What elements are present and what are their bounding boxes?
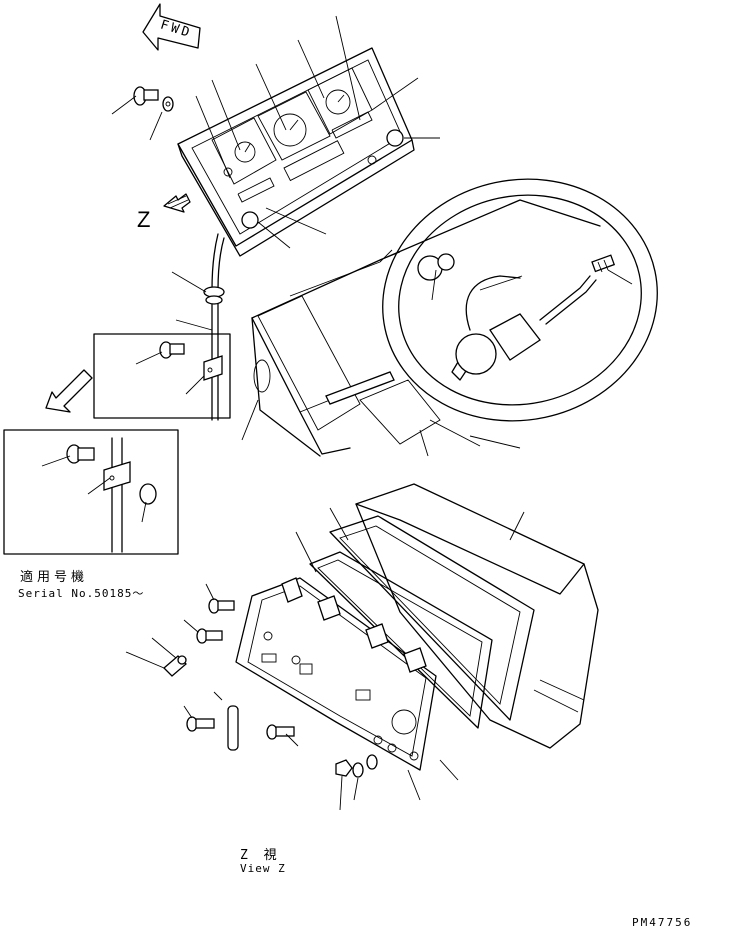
harness-connector [227, 705, 239, 751]
fwd-arrow [142, 3, 201, 51]
z-label: Z [137, 207, 151, 232]
turn-signal-lever [489, 254, 616, 361]
gauge-board [235, 577, 437, 771]
view-z-jp: Z 視 [240, 848, 281, 863]
cover-case [355, 483, 599, 749]
bolt-washer-top [133, 86, 174, 112]
gasket-frame [309, 515, 535, 729]
serial-number-range: Serial No.50185～ [18, 587, 145, 600]
z-view-arrow [163, 193, 191, 213]
screw-2 [196, 628, 223, 644]
screw-4 [266, 724, 295, 740]
control-levers [325, 371, 521, 449]
nut-washer [335, 754, 378, 778]
bulb-socket [163, 655, 187, 677]
steering-wheel [382, 178, 658, 422]
cable-harness [203, 233, 225, 421]
detail-arrow [45, 369, 93, 413]
applicable-serial-heading: 適用号機 [20, 570, 89, 585]
part-number: PM47756 [632, 916, 693, 929]
screw-1 [208, 598, 235, 614]
clamp-detail-box [93, 333, 231, 419]
view-z-en: View Z [240, 862, 286, 875]
upper-instrument-panel [177, 47, 415, 257]
serial-detail-box [3, 429, 179, 555]
leader-lines-lower [125, 507, 525, 811]
leader-lines-upper [111, 15, 633, 457]
screw-3 [186, 716, 215, 732]
fasteners [163, 598, 378, 778]
